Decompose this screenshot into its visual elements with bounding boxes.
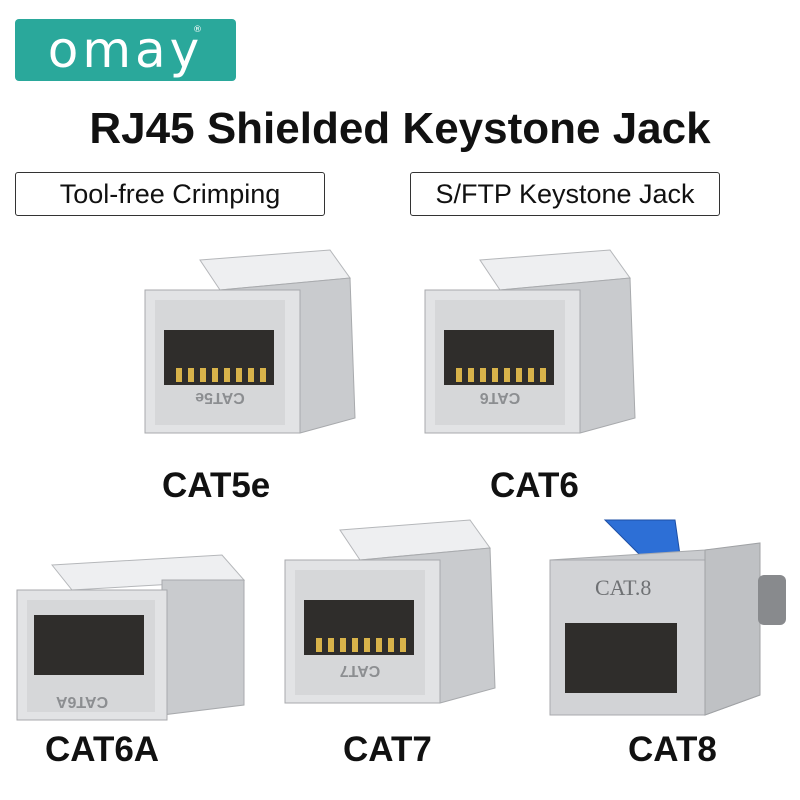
feature-tag-sftp: S/FTP Keystone Jack: [410, 172, 720, 216]
cat6-marking: CAT6: [480, 389, 521, 406]
brand-name: omay: [47, 21, 204, 79]
page-title: RJ45 Shielded Keystone Jack: [89, 104, 711, 153]
cat7-marking: CAT7: [340, 662, 381, 679]
cat6a-marking: CAT6A: [55, 693, 108, 710]
product-label-cat6: CAT6: [490, 466, 579, 505]
product-label-cat5e: CAT5e: [162, 466, 271, 505]
cat5e-marking: CAT5e: [195, 389, 245, 406]
cat5e-jack-image: CAT5e: [144, 249, 356, 434]
product-label-cat8: CAT8: [628, 730, 717, 769]
cat8-marking: CAT.8: [595, 575, 651, 600]
product-label-cat6a: CAT6A: [45, 730, 160, 769]
cat8-jack-image: CAT.8: [549, 519, 786, 716]
cat7-jack-image: CAT7: [284, 519, 496, 704]
feature-tag-tool-free: Tool-free Crimping: [15, 172, 325, 216]
cat6a-jack-image: CAT6A: [16, 554, 246, 721]
blue-latch: [603, 519, 681, 556]
brand-logo: omay ®: [15, 19, 236, 81]
cat6-jack-image: CAT6: [424, 249, 636, 434]
registered-mark: ®: [193, 25, 206, 35]
product-label-cat7: CAT7: [343, 730, 432, 769]
